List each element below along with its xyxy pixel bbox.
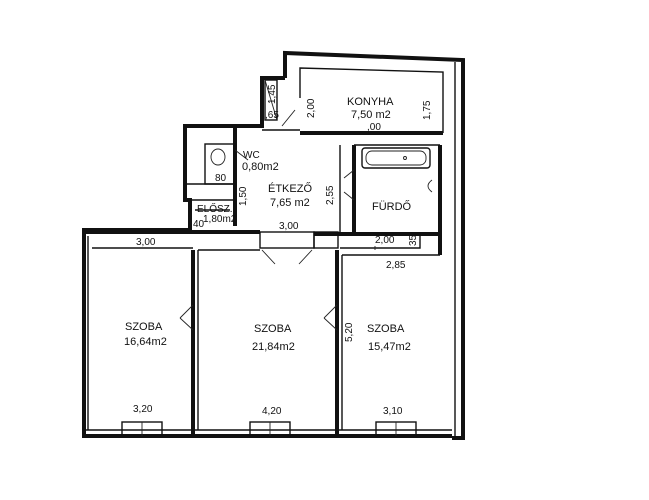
konyha-name: KONYHA <box>347 96 394 108</box>
eloszoba-name: ELŐSZ. <box>197 201 233 215</box>
door-opening-corridor <box>259 231 315 249</box>
furdo-name: FÜRDŐ <box>372 199 412 213</box>
wc-area: 0,80m2 <box>242 161 279 173</box>
doors <box>179 109 355 331</box>
fixtures <box>121 79 433 437</box>
dim-040: 40 <box>193 219 205 230</box>
etkezo-area: 7,65 m2 <box>270 197 310 209</box>
dim-310: 3,10 <box>383 406 403 417</box>
interior-walls <box>84 126 443 436</box>
dim-285: 2,85 <box>386 260 406 271</box>
dim-175: 1,75 <box>422 100 433 120</box>
szoba-mid-name: SZOBA <box>254 323 292 335</box>
wc-name: WC <box>243 150 260 161</box>
konyha-area: 7,50 m2 <box>351 109 391 121</box>
dim-065: ,65 <box>265 110 279 121</box>
shaft <box>264 79 278 121</box>
dim-300-left: 3,00 <box>136 237 156 248</box>
wall-kitchen-top-inner <box>299 67 444 133</box>
toilet <box>210 148 226 166</box>
szoba-right-name: SZOBA <box>367 323 405 335</box>
dim-420: 4,20 <box>262 406 282 417</box>
dim-200-bath: 2,00 <box>375 235 395 246</box>
bath-sink <box>427 179 433 193</box>
szoba-left-area: 16,64m2 <box>124 336 167 348</box>
wall-kitchen-outer <box>283 50 465 440</box>
dim-520: 5,20 <box>344 322 355 342</box>
dimension-labels: 1,45 ,65 2,00 1,75 80 1,50 2,55 3,00 40 … <box>133 84 433 417</box>
bathtub <box>361 147 431 169</box>
windows-bottom <box>121 421 417 437</box>
dim-300-mid: 3,00 <box>279 221 299 232</box>
konyha-note: ,00 <box>367 122 381 133</box>
dim-080: 80 <box>215 173 227 184</box>
dim-145: 1,45 <box>267 84 278 104</box>
dim-035: 35 <box>408 234 419 246</box>
etkezo-name: ÉTKEZŐ <box>268 181 312 195</box>
dim-320: 3,20 <box>133 404 153 415</box>
wall-upper-left <box>82 76 452 438</box>
dim-255: 2,55 <box>325 185 336 205</box>
szoba-mid-area: 21,84m2 <box>252 341 295 353</box>
eloszoba-area: 1,80m2 <box>203 214 237 225</box>
dim-150: 1,50 <box>238 186 249 206</box>
room-labels: KONYHA 7,50 m2 ,00 WC 0,80m2 ÉTKEZŐ 7,65… <box>124 96 412 353</box>
dim-200-top: 2,00 <box>306 98 317 118</box>
szoba-right-area: 15,47m2 <box>368 341 411 353</box>
outer-walls <box>82 50 465 440</box>
szoba-left-name: SZOBA <box>125 321 163 333</box>
